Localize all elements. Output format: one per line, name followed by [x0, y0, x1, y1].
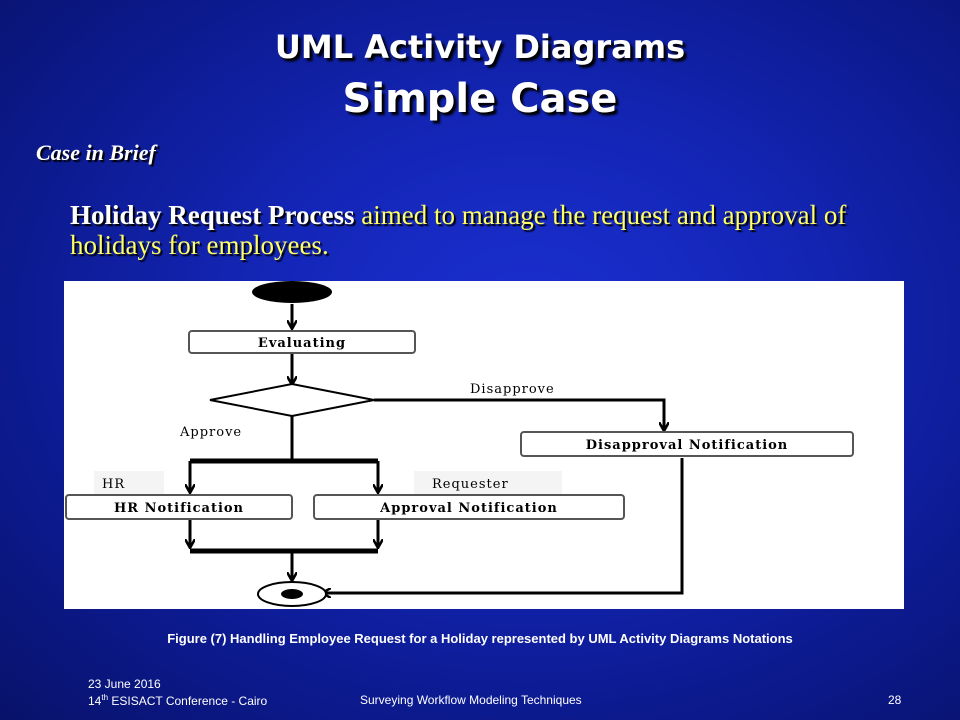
- slide-title-line1: UML Activity Diagrams: [274, 28, 686, 66]
- decision-node: [209, 382, 375, 418]
- slide-title-line2: Simple Case: [342, 76, 618, 122]
- disapprove-label: Disapprove: [470, 382, 555, 397]
- end-node-inner: [281, 589, 303, 599]
- activity-evaluating: [188, 330, 416, 354]
- flow-disapprove: [374, 398, 664, 430]
- footer-conference: 14th ESISACT Conference - Cairo: [88, 693, 267, 708]
- requester-lane-label: Requester: [432, 477, 509, 492]
- activity-approval-label: Approval Notification: [379, 501, 558, 516]
- requester-lane-label-bg: [414, 471, 562, 495]
- footer-conf-num: 14: [88, 694, 102, 708]
- hr-lane-label-bg: [94, 471, 164, 495]
- approve-label: Approve: [179, 425, 242, 440]
- activity-hr-notification: [65, 494, 293, 520]
- activity-diagram-svg: Evaluating Disapprove Approve Disapprova…: [65, 281, 854, 607]
- activity-disapproval-label: Disapproval Notification: [586, 438, 789, 453]
- start-node: [252, 281, 332, 303]
- activity-evaluating-label: Evaluating: [258, 336, 346, 351]
- figure-caption: Figure (7) Handling Employee Request for…: [167, 631, 793, 646]
- body-rest-text: aimed to manage the request and approval…: [70, 200, 847, 260]
- activity-approval-notification: [313, 494, 625, 520]
- footer-date: 23 June 2016: [88, 677, 161, 691]
- footer-conf-sup: th: [101, 693, 109, 702]
- body-paragraph: Holiday Request Process aimed to manage …: [70, 200, 910, 260]
- hr-lane-label: HR: [102, 477, 125, 492]
- footer-conf-rest: ESISACT Conference - Cairo: [108, 694, 268, 708]
- flow-disapproval-end: [323, 458, 684, 593]
- activity-hr-label: HR Notification: [114, 501, 244, 516]
- activity-disapproval-notification: [520, 431, 854, 457]
- body-bold-text: Holiday Request Process: [70, 200, 355, 230]
- subheading: Case in Brief: [36, 140, 156, 165]
- footer-page-number: 28: [888, 693, 902, 707]
- activity-diagram: Evaluating Disapprove Approve Disapprova…: [64, 281, 904, 609]
- footer-center-title: Surveying Workflow Modeling Techniques: [360, 693, 582, 707]
